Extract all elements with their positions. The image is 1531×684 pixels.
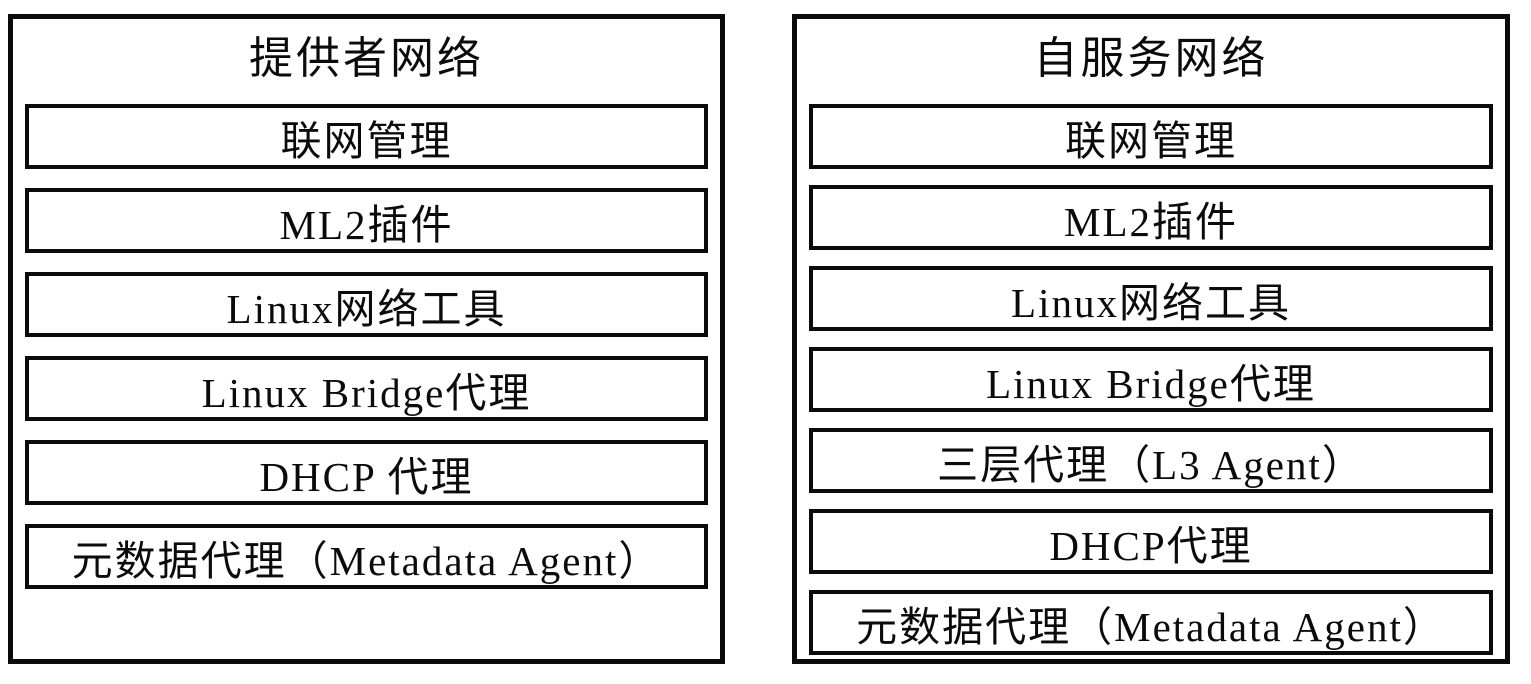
- block-metadata-agent: 元数据代理（Metadata Agent）: [25, 524, 708, 589]
- block-dhcp-agent: DHCP 代理: [25, 440, 708, 505]
- block-ml2-plugin: ML2插件: [25, 188, 708, 253]
- block-metadata-agent: 元数据代理（Metadata Agent）: [809, 590, 1493, 655]
- self-service-network-panel: 自服务网络 联网管理 ML2插件 Linux网络工具 Linux Bridge代…: [792, 14, 1510, 664]
- block-l3-agent: 三层代理（L3 Agent）: [809, 428, 1493, 493]
- provider-network-title: 提供者网络: [249, 34, 484, 83]
- block-linux-network-tools: Linux网络工具: [809, 266, 1493, 331]
- block-networking-management: 联网管理: [25, 104, 708, 169]
- self-service-network-title: 自服务网络: [1033, 34, 1269, 83]
- self-service-network-rows: 联网管理 ML2插件 Linux网络工具 Linux Bridge代理 三层代理…: [797, 104, 1505, 655]
- block-linux-network-tools: Linux网络工具: [25, 272, 708, 337]
- block-ml2-plugin: ML2插件: [809, 185, 1493, 250]
- block-linux-bridge-agent: Linux Bridge代理: [809, 347, 1493, 412]
- provider-network-rows: 联网管理 ML2插件 Linux网络工具 Linux Bridge代理 DHCP…: [13, 104, 720, 589]
- block-linux-bridge-agent: Linux Bridge代理: [25, 356, 708, 421]
- provider-network-panel: 提供者网络 联网管理 ML2插件 Linux网络工具 Linux Bridge代…: [8, 14, 725, 664]
- block-dhcp-agent: DHCP代理: [809, 509, 1493, 574]
- block-networking-management: 联网管理: [809, 104, 1493, 169]
